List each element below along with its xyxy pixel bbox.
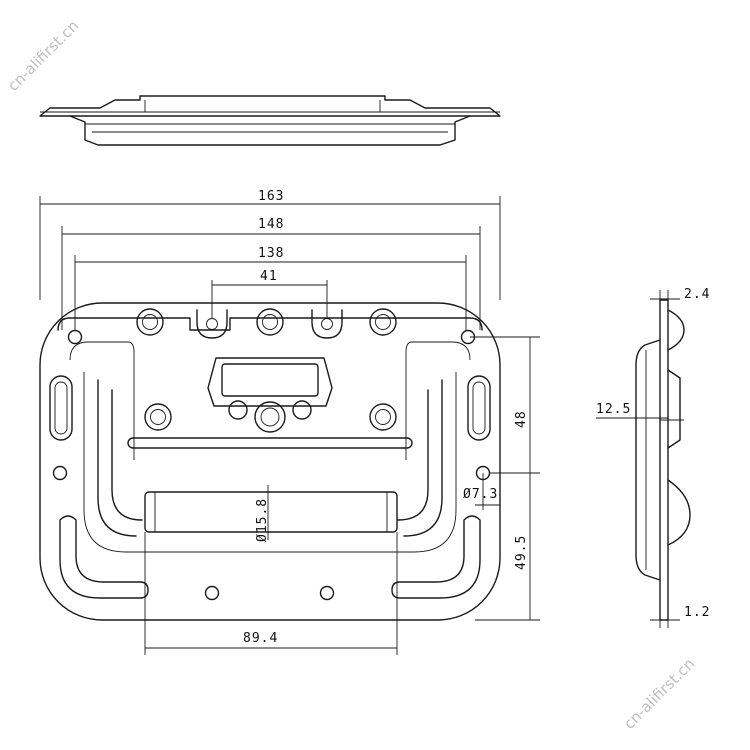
dim-side-plate: 1.2 — [684, 605, 710, 620]
dim-height-48: 48 — [514, 410, 529, 428]
handle-frame — [83, 372, 457, 553]
dimension-lines — [39, 196, 680, 655]
corner-hole-left — [52, 465, 68, 481]
dim-center-hole-span: 41 — [260, 269, 278, 284]
slot-hole-left — [49, 375, 73, 441]
top-view — [39, 95, 501, 146]
dim-overall-width: 163 — [258, 189, 284, 204]
corner-hole-top-left — [67, 329, 83, 345]
mounting-plate-outline — [39, 302, 501, 621]
slot-hole-right — [467, 375, 491, 441]
dim-side-top: 2.4 — [684, 287, 710, 302]
dim-side-depth: 12.5 — [596, 402, 631, 417]
dim-handle-length: 89.4 — [243, 631, 278, 646]
long-slot — [127, 437, 413, 449]
dim-inner-span: 138 — [258, 246, 284, 261]
watermark-top-left: cn-alifirst.cn — [4, 17, 82, 95]
dim-hole-diameter: Ø7.3 — [463, 487, 498, 502]
dim-outer-hole-span: 148 — [258, 217, 284, 232]
dim-handle-diameter: Ø15.8 — [255, 498, 270, 542]
handle-bar — [144, 491, 398, 533]
top-row-holes — [136, 308, 397, 339]
front-view — [39, 302, 501, 621]
watermark-bottom-right: cn-alifirst.cn — [620, 655, 698, 733]
dim-height-49-5: 49.5 — [514, 535, 529, 570]
center-pocket — [207, 357, 333, 433]
side-view — [635, 299, 691, 621]
